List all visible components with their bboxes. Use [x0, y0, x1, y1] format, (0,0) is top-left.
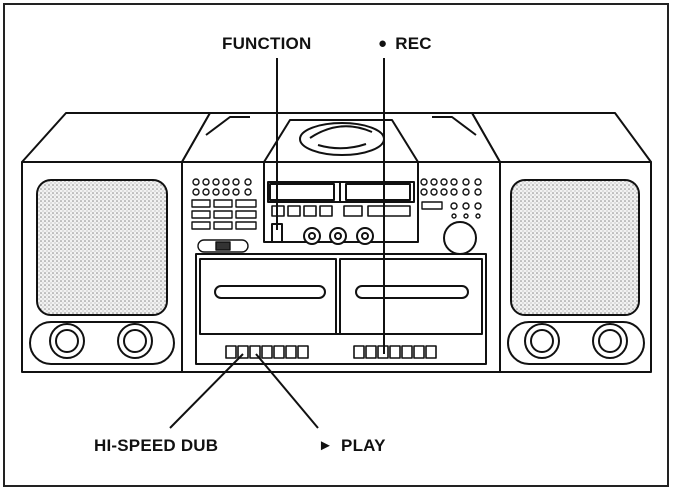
- volume-knob[interactable]: [443, 221, 477, 255]
- deck-1-keys: [225, 345, 309, 359]
- right-speaker: [471, 112, 652, 373]
- right-button-cluster: [420, 178, 482, 255]
- rec-label-text: REC: [395, 34, 432, 53]
- deck-2-window: [355, 285, 469, 299]
- play-label-text: PLAY: [341, 436, 386, 455]
- left-knob-2: [117, 323, 153, 359]
- left-knob-1: [49, 323, 85, 359]
- deck-1-window: [214, 285, 326, 299]
- right-knob-1: [524, 323, 560, 359]
- right-speaker-grille: [510, 179, 640, 316]
- cd-lid: [299, 122, 385, 156]
- play-triangle-icon: ►: [318, 437, 334, 454]
- hi-speed-dub-label: HI-SPEED DUB: [94, 436, 218, 456]
- play-label: ► PLAY: [318, 436, 386, 456]
- center-knobs: [303, 227, 374, 245]
- hi-speed-dub-leader-line: [169, 353, 244, 429]
- left-button-cluster: [191, 178, 257, 253]
- right-knob-2: [592, 323, 628, 359]
- cd-compartment: [263, 119, 419, 163]
- function-label: FUNCTION: [222, 34, 311, 54]
- hi-speed-dub-label-text: HI-SPEED DUB: [94, 436, 219, 455]
- function-label-text: FUNCTION: [222, 34, 312, 53]
- display-panel: [263, 161, 419, 243]
- rec-label: ● REC: [378, 34, 432, 54]
- left-speaker-grille: [36, 179, 168, 316]
- play-leader-line: [255, 353, 319, 429]
- record-dot-icon: ●: [378, 35, 388, 52]
- deck-2-keys: [353, 345, 437, 359]
- left-speaker: [21, 112, 211, 373]
